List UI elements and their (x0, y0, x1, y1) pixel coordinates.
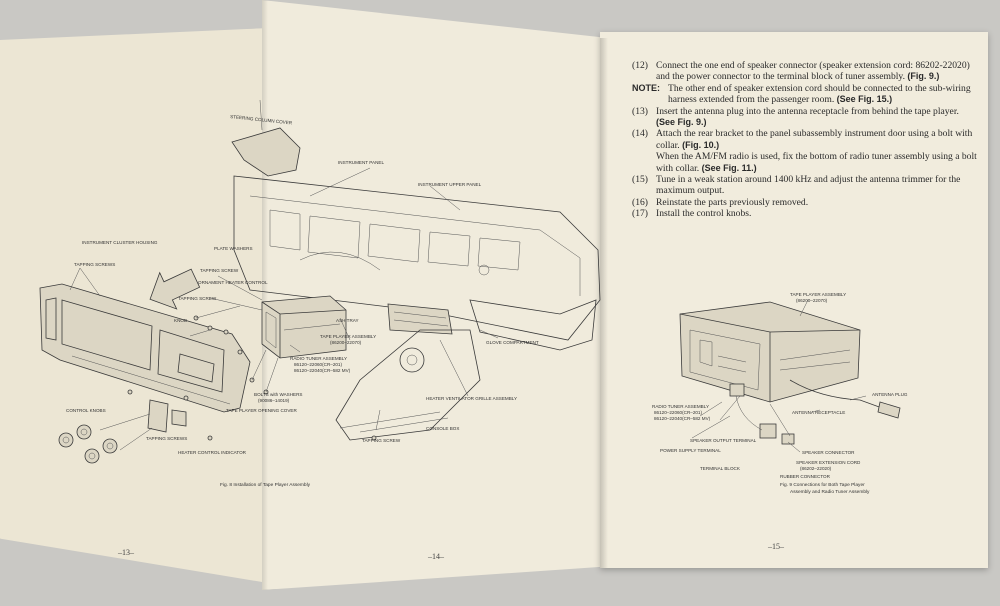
step-number: (16) (632, 196, 648, 208)
label-speaker-cord-part: (86202–22020) (800, 466, 832, 471)
direction-arrow (149, 268, 201, 310)
instruction-step: (16) Reinstate the parts previously remo… (632, 197, 977, 208)
figure-9-caption: Assembly and Radio Tuner Assembly (790, 489, 870, 495)
installation-instructions: (12) Connect the one end of speaker conn… (632, 60, 977, 220)
glove-compartment-drawing (469, 299, 597, 351)
console-box-drawing (335, 329, 481, 441)
label-radio-tuner-part: 86120–22060(CR–201) (654, 410, 702, 415)
page-fold (262, 0, 268, 590)
label-speaker-connector: SPEAKER CONNECTOR (802, 450, 855, 455)
label-instrument-panel: INSTRUMENT PANEL (338, 160, 384, 165)
label-antenna-plug: ANTENNA PLUG (872, 392, 908, 397)
instruction-step: (17) Install the control knobs. (632, 208, 977, 219)
figure-reference: (See Fig. 9.) (656, 117, 707, 128)
label-tapping-screw: TAPPING SCREW (362, 438, 401, 443)
screws-and-bolts (69, 167, 499, 441)
label-control-knobs: CONTROL KNOBS (66, 408, 106, 413)
label-radio-tuner-part: 86120–22040(CR–582 MV) (654, 416, 711, 421)
label-terminal-block: TERMINAL BLOCK (700, 466, 741, 471)
page-number: –14– (428, 552, 444, 561)
heater-control-parts (99, 399, 187, 451)
figure-8-caption: Fig. 8 Installation of Tape Player Assem… (220, 482, 311, 488)
heater-ventilator-grille-drawing (387, 303, 453, 335)
step-text: Insert the antenna plug into the antenna… (656, 105, 959, 117)
label-ash-tray: ASH TRAY (336, 318, 359, 323)
label-steering-column-cover: STEERING COLUMN COVER (230, 114, 293, 126)
label-speaker-extension-cord: SPEAKER EXTENSION CORD (796, 460, 861, 465)
label-tape-player-part: (86200–22070) (796, 298, 828, 303)
step-number (632, 151, 656, 174)
label-power-supply-terminal: POWER SUPPLY TERMINAL (660, 448, 721, 453)
step-text: Install the control knobs. (656, 208, 752, 220)
step-text: Reinstate the parts previously removed. (656, 196, 809, 208)
label-tapping-screws: TAPPING SCREWS (74, 262, 115, 267)
label-knob: KNOB (174, 318, 187, 323)
label-glove-compartment: GLOVE COMPARTMENT (486, 340, 539, 345)
instruction-step: (15) Tune in a weak station around 1400 … (632, 174, 977, 197)
label-tapping-screws: TAPPING SCREWS (146, 436, 187, 441)
label-heater-control-indicator: HEATER CONTROL INDICATOR (178, 450, 247, 455)
page-15 (600, 32, 988, 568)
label-radio-tuner-assembly: RADIO TUNER ASSEMBLY (290, 356, 347, 361)
label-radio-tuner-part: 86120–22040(CR–582 MV) (294, 368, 351, 373)
page-14 (262, 0, 608, 590)
page-number: –15– (768, 542, 784, 551)
control-knobs-drawing (58, 424, 118, 464)
label-tapping-screw: TAPPING SCREW (178, 296, 217, 301)
page-number: –13– (118, 548, 134, 557)
figure-reference: (Fig. 9.) (907, 71, 940, 82)
instruction-step: (12) Connect the one end of speaker conn… (632, 60, 977, 83)
figure-reference: (Fig. 10.) (682, 139, 720, 150)
label-antenna-receptacle: ANTENNA RECEPTACLE (792, 410, 845, 415)
step-text: Attach the rear bracket to the panel sub… (656, 128, 973, 151)
label-bolts-with-washers: BOLTS with WASHERS (254, 392, 303, 397)
step-number: (12) (632, 60, 648, 71)
note-text: The other end of speaker extension cord … (668, 82, 971, 106)
figure-9-caption: Fig. 9 Connections for Both Tape Player (780, 482, 865, 488)
tuner-connection-diagram (679, 299, 901, 453)
instrument-panel-drawing (233, 175, 601, 341)
label-heater-grille: HEATER VENTILATOR GRILLE ASSEMBLY (426, 396, 517, 401)
note-label: NOTE: (632, 82, 660, 93)
label-ornament-heater-control: ORNAMENT HEATER CONTROL (198, 280, 268, 285)
page-fold (600, 38, 608, 568)
instruction-step: When the AM/FM radio is used, fix the bo… (632, 151, 977, 174)
label-instrument-cluster-housing: INSTRUMENT CLUSTER HOUSING (82, 240, 158, 245)
label-radio-tuner-part: 86120–22060(CR–201) (294, 362, 342, 367)
figure-reference: (See Fig. 15.) (836, 94, 893, 105)
step-text: Connect the one end of speaker connector… (656, 60, 970, 83)
instruction-note: NOTE: The other end of speaker extension… (632, 83, 977, 106)
step-number: (15) (632, 174, 648, 186)
instrument-cluster-housing-drawing (39, 283, 251, 413)
label-tape-player-opening-cover: TAPE PLAYER OPENING COVER (226, 408, 297, 413)
instruction-step: (13) Insert the antenna plug into the an… (632, 106, 977, 129)
step-number: (13) (632, 105, 648, 117)
step-text: When the AM/FM radio is used, fix the bo… (656, 151, 977, 174)
label-tape-player-part: (86200–22070) (330, 340, 362, 345)
step-text: Tune in a weak station around 1400 kHz a… (656, 174, 961, 197)
step-number: (17) (632, 208, 648, 220)
label-instrument-upper-panel: INSTRUMENT UPPER PANEL (418, 182, 482, 187)
label-plate-washers: PLATE WASHERS (214, 246, 253, 251)
label-speaker-output-terminal: SPEAKER OUTPUT TERMINAL (690, 438, 757, 443)
label-tape-player-assembly: TAPE PLAYER ASSEMBLY (790, 292, 846, 297)
step-number: (14) (632, 128, 648, 140)
instruction-step: (14) Attach the rear bracket to the pane… (632, 128, 977, 151)
label-console-box: CONSOLE BOX (426, 426, 459, 431)
label-radio-tuner-assembly: RADIO TUNER ASSEMBLY (652, 404, 709, 409)
label-tape-player-assembly: TAPE PLAYER ASSEMBLY (320, 334, 376, 339)
label-rubber-connector: RUBBER CONNECTOR (780, 474, 831, 479)
tape-player-assembly-drawing (261, 295, 347, 359)
figure-reference: (See Fig. 11.) (701, 162, 757, 173)
label-bolts-part: (90086–14019) (258, 398, 290, 403)
label-tapping-screw: TAPPING SCREW (200, 268, 239, 273)
steering-column-cover-drawing (231, 127, 301, 177)
